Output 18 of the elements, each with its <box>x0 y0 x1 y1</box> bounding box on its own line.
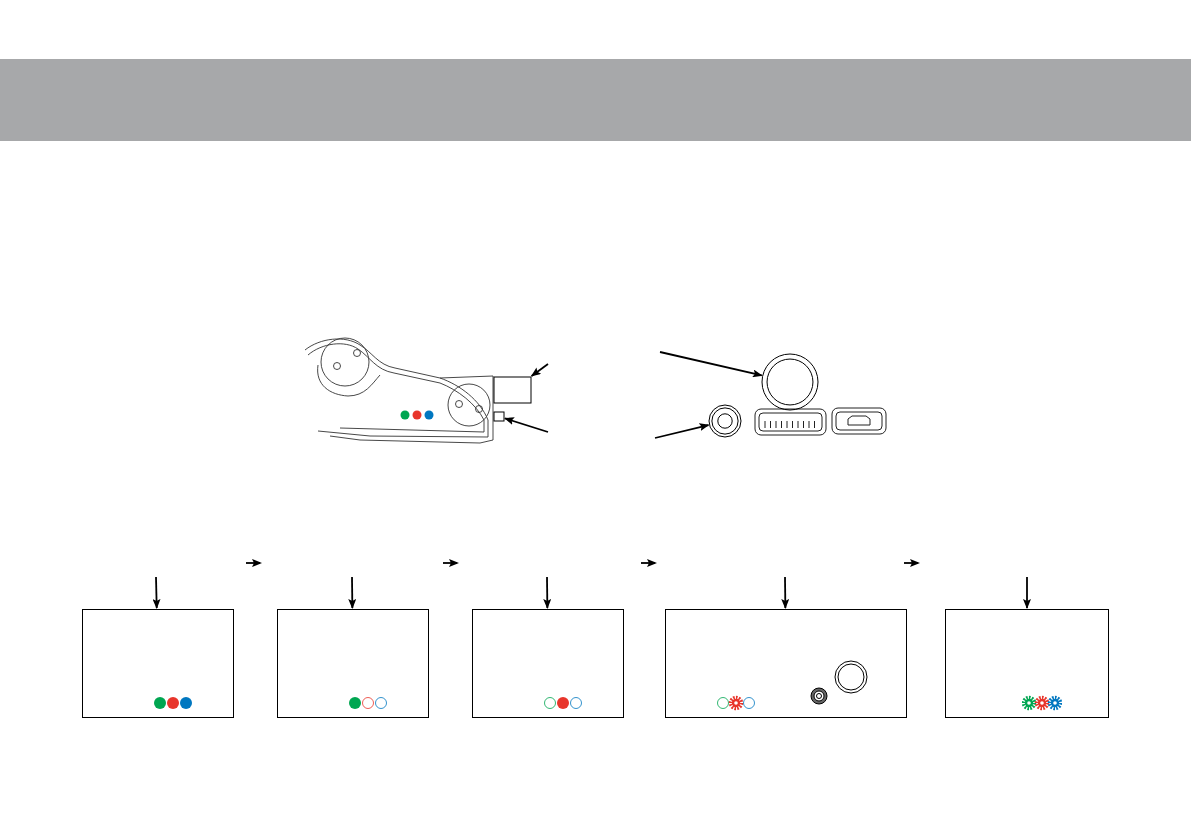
arrow <box>781 576 790 609</box>
connector-plug <box>493 376 532 404</box>
arrow <box>348 576 357 609</box>
arrow <box>543 576 552 609</box>
screen-box <box>82 609 234 718</box>
arrow <box>530 363 549 377</box>
audio-jack <box>708 404 742 438</box>
arrow <box>654 423 710 439</box>
screen-box <box>277 609 429 718</box>
ring-button <box>761 353 819 411</box>
indicator-window <box>493 411 505 422</box>
arrow <box>504 417 549 433</box>
arrow <box>1023 576 1031 609</box>
screen-box <box>665 609 907 718</box>
screen-box <box>472 609 624 718</box>
arrow <box>152 576 161 609</box>
arrow <box>659 351 763 378</box>
screen-box <box>945 609 1109 718</box>
